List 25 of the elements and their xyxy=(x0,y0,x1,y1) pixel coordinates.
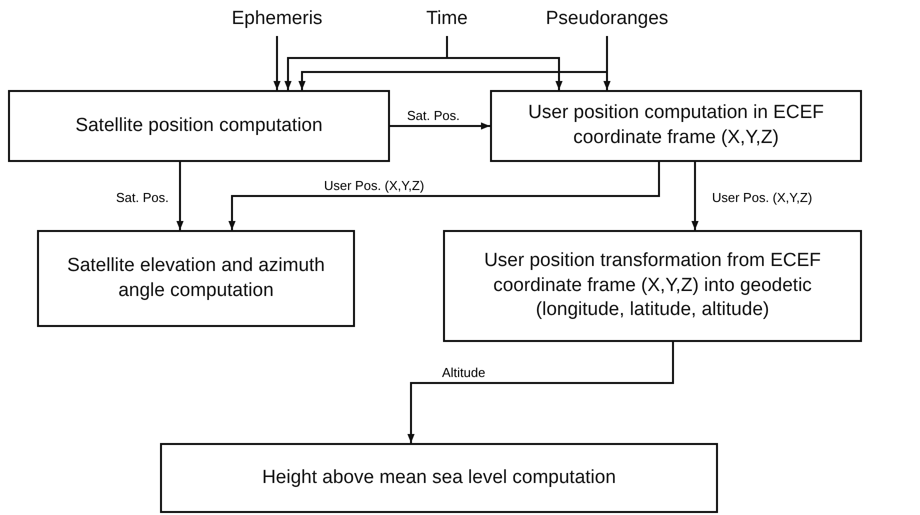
edge-label: User Pos. (X,Y,Z) xyxy=(710,190,814,205)
edge-label: Altitude xyxy=(440,365,488,380)
process-label: User position computation in ECEF coordinate frame (X,Y,Z) xyxy=(527,101,825,150)
edge-label: Sat. Pos. xyxy=(114,190,171,205)
process-label: Height above mean sea level computation xyxy=(262,466,616,490)
input-label: Pseudoranges xyxy=(546,8,668,30)
arrow xyxy=(691,162,699,230)
arrow xyxy=(390,122,490,130)
arrow xyxy=(407,342,674,443)
process-label: User position transformation from ECEF coordinate frame (X,Y,Z) into geodetic (longitude, latitude, altitude) xyxy=(483,248,822,322)
process-box xyxy=(8,90,390,162)
arrow xyxy=(273,36,281,90)
arrow xyxy=(176,162,184,230)
input-label: Time xyxy=(426,8,468,30)
arrow xyxy=(228,162,660,230)
input-label: Ephemeris xyxy=(232,8,322,30)
edge-label: Sat. Pos. xyxy=(405,108,462,123)
process-label: Satellite elevation and azimuth angle computation xyxy=(66,254,326,302)
process-box xyxy=(490,90,862,162)
process-box xyxy=(443,230,862,342)
process-box xyxy=(37,230,355,327)
arrow xyxy=(603,36,611,90)
process-label: Satellite position computation xyxy=(75,114,323,138)
process-box xyxy=(160,443,718,513)
edge-label: User Pos. (X,Y,Z) xyxy=(322,178,426,193)
